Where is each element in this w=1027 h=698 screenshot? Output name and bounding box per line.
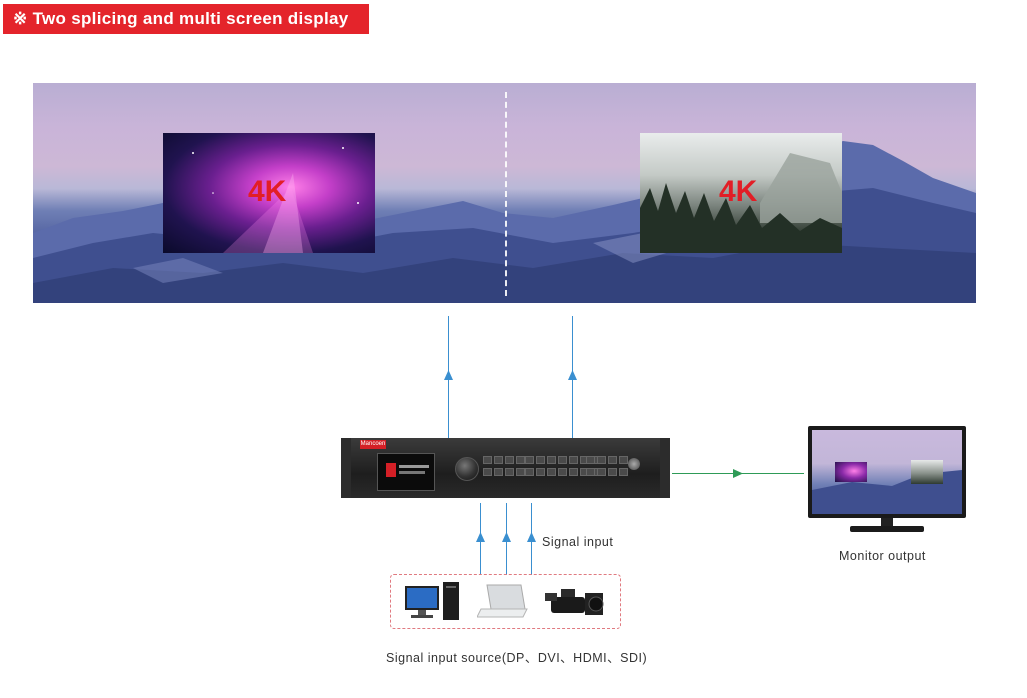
reference-mark: ※ xyxy=(13,9,28,28)
monitor-output-caption: Monitor output xyxy=(839,549,926,563)
splice-divider xyxy=(505,92,507,296)
panel-key xyxy=(536,468,545,476)
panel-key xyxy=(558,468,567,476)
panel-key xyxy=(483,468,492,476)
panel-key xyxy=(619,468,628,476)
lcd-display xyxy=(377,453,435,491)
panel-key xyxy=(505,456,514,464)
panel-key xyxy=(597,468,606,476)
signal-sources-group xyxy=(390,574,621,629)
panel-key xyxy=(619,456,628,464)
up-arrow-icon xyxy=(527,532,536,542)
panel-key xyxy=(547,456,556,464)
panel-key xyxy=(569,456,578,464)
panel-key xyxy=(525,468,534,476)
panel-key xyxy=(516,456,525,464)
rotary-knob xyxy=(455,457,479,481)
signal-input-source-caption: Signal input source(DP、DVI、HDMI、SDI) xyxy=(386,651,648,665)
left-4k-label: 4K xyxy=(248,175,287,208)
panel-key xyxy=(586,468,595,476)
up-arrow-icon xyxy=(568,370,577,380)
right-arrow-icon xyxy=(733,469,743,478)
monitor-thumbnail-left xyxy=(835,462,867,482)
panel-key xyxy=(494,456,503,464)
video-processor: Mancoen xyxy=(341,438,670,498)
diagram-title: Two splicing and multi screen display xyxy=(32,9,349,28)
video-camera-icon xyxy=(545,589,604,615)
panel-key xyxy=(608,468,617,476)
panel-key xyxy=(536,456,545,464)
forest-image xyxy=(640,153,842,253)
monitor-screen xyxy=(812,430,962,514)
panel-key xyxy=(525,456,534,464)
panel-key xyxy=(569,468,578,476)
panel-key xyxy=(586,456,595,464)
panel-key xyxy=(505,468,514,476)
nebula-image xyxy=(192,147,359,253)
panel-key xyxy=(547,468,556,476)
monitor-thumbnail-right xyxy=(911,460,943,484)
monitor-neck xyxy=(881,518,893,526)
desktop-computer-icon xyxy=(405,582,459,620)
brand-logo-tab: Mancoen xyxy=(360,440,386,449)
right-4k-screen: 4K xyxy=(640,133,842,253)
up-arrow-icon xyxy=(476,532,485,542)
power-button-icon xyxy=(628,458,640,470)
monitor xyxy=(808,426,966,518)
laptop-icon xyxy=(477,584,528,618)
rack-ear-right xyxy=(660,438,670,498)
monitor-base xyxy=(850,526,924,532)
panel-key xyxy=(608,456,617,464)
title-banner: ※ Two splicing and multi screen display xyxy=(3,4,369,34)
panel-key xyxy=(558,456,567,464)
right-4k-label: 4K xyxy=(719,175,758,208)
panel-key xyxy=(483,456,492,464)
panel-key xyxy=(597,456,606,464)
up-arrow-icon xyxy=(502,532,511,542)
panel-key xyxy=(516,468,525,476)
left-4k-screen: 4K xyxy=(163,133,375,253)
panel-key xyxy=(494,468,503,476)
up-arrow-icon xyxy=(444,370,453,380)
signal-input-caption: Signal input xyxy=(542,535,614,549)
rack-ear-left xyxy=(341,438,351,498)
